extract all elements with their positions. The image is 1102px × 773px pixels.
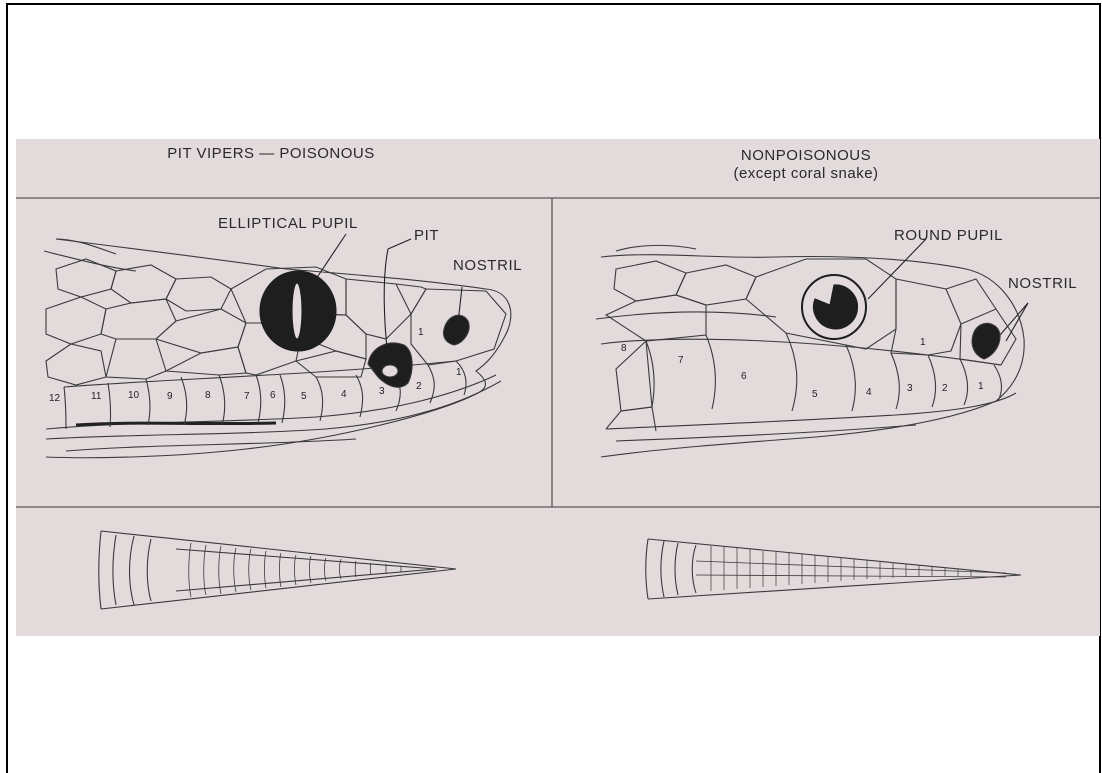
nonpoisonous-panel-subtitle: (except coral snake) [706, 165, 906, 182]
scale-number: 3 [907, 383, 913, 394]
scale-number: 9 [167, 391, 173, 402]
pit-viper-head-drawing [44, 234, 511, 458]
scale-number: 5 [812, 389, 818, 400]
scale-number: 10 [128, 390, 140, 401]
scale-number: 4 [341, 389, 347, 400]
nonpoisonous-scale-numbers: 8 7 6 5 4 3 2 1 1 [621, 337, 984, 400]
round-pupil-label: ROUND PUPIL [894, 227, 1003, 244]
snake-comparison-figure: 12 11 10 9 8 7 6 5 4 3 2 1 1 [16, 139, 1100, 636]
scale-number: 1 [978, 381, 984, 392]
scale-number: 8 [205, 390, 211, 401]
pit-viper-nostril-label: NOSTRIL [453, 257, 522, 274]
scale-number: 7 [244, 391, 250, 402]
scale-number: 12 [49, 393, 61, 404]
scale-number: 6 [270, 390, 276, 401]
scale-number: 1 [418, 327, 424, 338]
nonpoisonous-tail-drawing [646, 539, 1021, 599]
nonpoisonous-nostril-label: NOSTRIL [1008, 275, 1077, 292]
scale-number: 1 [456, 367, 462, 378]
elliptical-pupil-label: ELLIPTICAL PUPIL [218, 215, 358, 232]
pit-viper-tail-drawing [99, 531, 456, 609]
scale-number: 11 [91, 391, 102, 402]
scale-number: 4 [866, 387, 872, 398]
scale-number: 1 [920, 337, 926, 348]
scale-number: 6 [741, 371, 747, 382]
scale-number: 7 [678, 355, 684, 366]
scale-number: 3 [379, 386, 385, 397]
pit-label: PIT [414, 227, 439, 244]
scale-number: 5 [301, 391, 307, 402]
scale-number: 2 [942, 383, 948, 394]
scale-number: 8 [621, 343, 627, 354]
nonpoisonous-head-drawing [596, 239, 1028, 457]
scale-number: 2 [416, 381, 422, 392]
figure-drawing: 12 11 10 9 8 7 6 5 4 3 2 1 1 [16, 139, 1100, 636]
nonpoisonous-panel-title: NONPOISONOUS [706, 147, 906, 164]
pit-viper-panel-title: PIT VIPERS — POISONOUS [111, 145, 431, 162]
